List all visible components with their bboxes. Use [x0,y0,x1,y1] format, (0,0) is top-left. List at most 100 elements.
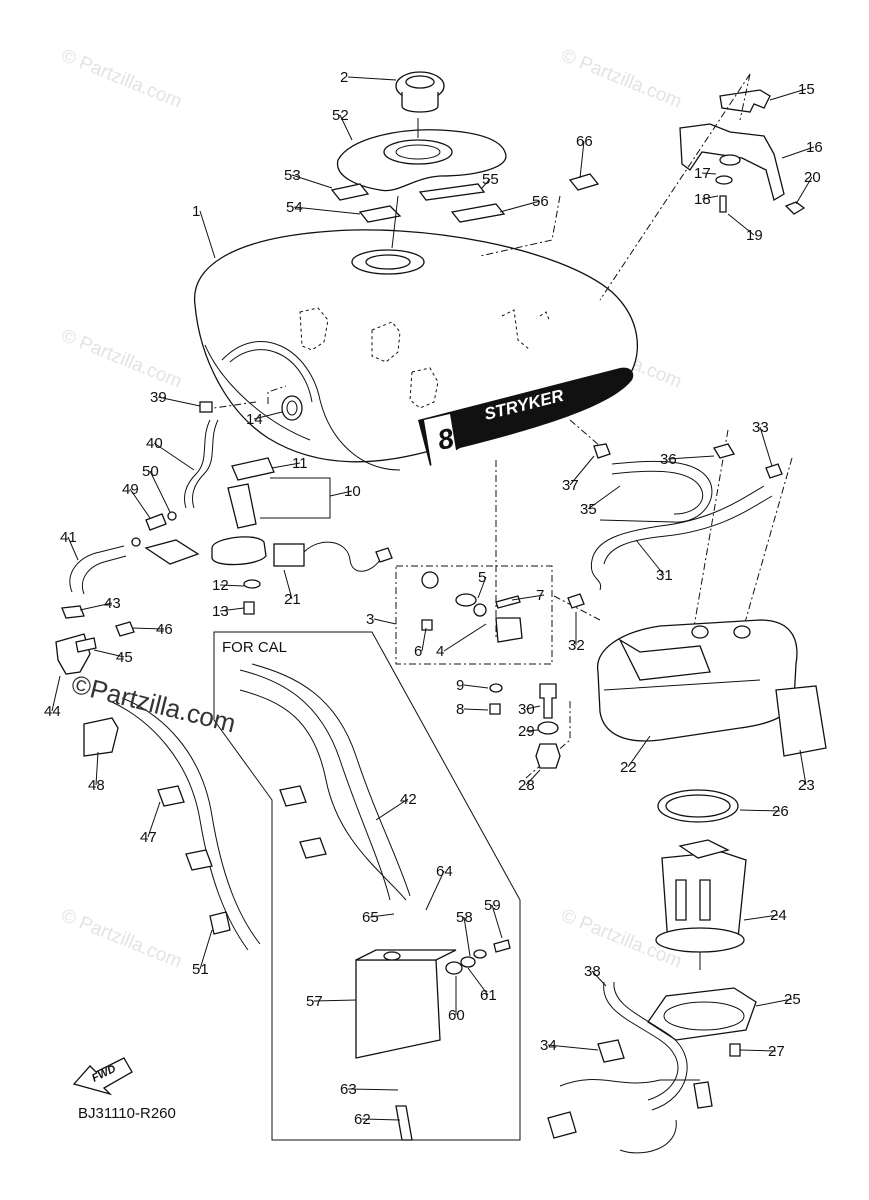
hose-35 [599,460,713,523]
callout-leader-48 [95,751,99,786]
hose-31 [590,485,765,591]
callout-leader-53 [291,174,333,189]
connector [547,1111,577,1139]
callout-2: 2 [340,69,348,86]
decal-53 [330,183,370,201]
callout-60: 60 [448,1007,465,1024]
callout-leader-45 [93,649,125,658]
callout-12: 12 [212,577,229,594]
callout-leader-19 [727,213,755,236]
callout-28: 28 [518,777,535,794]
callout-44: 44 [44,703,61,720]
callout-19: 19 [746,227,763,244]
callout-leader-47 [147,801,161,838]
callout-leader-20 [795,176,813,205]
callout-leader-40 [153,442,195,471]
clamp-48 [83,717,119,757]
fuel-level-sender [144,457,393,572]
callout-leader-10 [329,490,353,497]
washer-9 [489,683,503,693]
callout-leader-58 [463,916,471,957]
callout-52: 52 [332,107,349,124]
callout-leader-62 [361,1118,401,1121]
callout-29: 29 [518,723,535,740]
callout-leader-14 [253,411,283,420]
callout-1: 1 [192,203,200,220]
callout-leader-16 [781,146,815,159]
callout-leader-59 [491,904,503,939]
callout-leader-23 [799,749,807,786]
callout-leader-52 [339,114,353,141]
callout-15: 15 [798,81,815,98]
callout-47: 47 [140,829,157,846]
clip-36 [713,443,735,459]
callout-leader-39 [157,396,201,407]
callout-23: 23 [798,777,815,794]
callout-64: 64 [436,863,453,880]
callout-leader-17 [701,172,717,175]
decal-66 [568,173,600,191]
callout-41: 41 [60,529,77,546]
callout-57: 57 [306,993,323,1010]
callout-leader-54 [293,206,361,215]
tank-decal-number: 80 [435,419,472,456]
callout-leader-9 [463,684,489,689]
callout-36: 36 [660,451,677,468]
callout-30: 30 [518,701,535,718]
callout-leader-37 [569,455,595,486]
callout-8: 8 [456,701,464,718]
callout-20: 20 [804,169,821,186]
callout-14: 14 [246,411,263,428]
connector-b [693,1081,713,1109]
bolt-27 [729,1043,741,1057]
callout-4: 4 [436,643,444,660]
watermark-text: © Partzilla.com [58,45,185,112]
callout-leader-11 [271,462,301,469]
callout-leader-3 [373,618,397,625]
callout-leader-34 [547,1044,599,1051]
callout-48: 48 [88,777,105,794]
callout-leader-15 [769,88,807,101]
callout-25: 25 [784,991,801,1008]
decal-54 [358,205,402,223]
callout-leader-2 [347,76,397,81]
callout-18: 18 [694,191,711,208]
callout-leader-46 [131,627,165,630]
callout-16: 16 [806,139,823,156]
hose-38 [603,981,679,1101]
callout-leader-22 [627,735,651,768]
nut-28 [535,743,561,769]
callout-35: 35 [580,501,597,518]
callout-leaders [51,76,815,1121]
callout-leader-27 [739,1049,777,1052]
callout-32: 32 [568,637,585,654]
callout-leader-7 [511,594,545,601]
callout-labels: 1234567891011121314151617181920212223242… [44,69,823,1128]
callout-21: 21 [284,591,301,608]
callout-54: 54 [286,199,303,216]
callout-40: 40 [146,435,163,452]
callout-leader-57 [313,999,357,1002]
callout-leader-33 [759,426,773,467]
callout-leader-41 [67,536,79,561]
watermark-text: © Partzilla.com [558,45,685,112]
callout-10: 10 [344,483,361,500]
callout-42: 42 [400,791,417,808]
clip-51 [209,911,231,935]
callout-33: 33 [752,419,769,436]
callout-45: 45 [116,649,133,666]
bolt-49 [145,513,167,531]
callout-53: 53 [284,167,301,184]
callout-66: 66 [576,133,593,150]
callout-leader-63 [347,1088,399,1091]
callout-leader-13 [219,607,245,612]
oring-50b [131,537,141,547]
callout-43: 43 [104,595,121,612]
callout-11: 11 [292,455,308,472]
callout-leader-66 [579,140,585,179]
callout-37: 37 [562,477,579,494]
pad-23 [775,685,827,757]
filler-cap [395,71,445,113]
callout-55: 55 [482,171,499,188]
washer-12 [243,579,261,589]
